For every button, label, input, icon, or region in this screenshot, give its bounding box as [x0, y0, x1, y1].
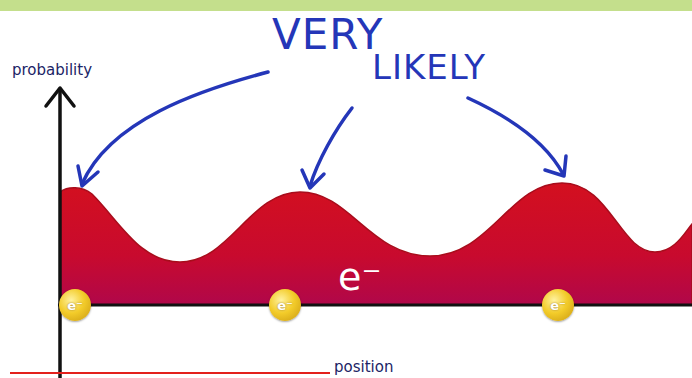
arrowhead — [545, 156, 566, 176]
axis-label: probability — [12, 63, 92, 78]
electron-ball: e⁻ — [269, 289, 301, 321]
electron-symbol: e⁻ — [550, 299, 566, 312]
underline-mark — [10, 372, 330, 374]
arrowhead — [78, 166, 98, 186]
electron-ball: e⁻ — [59, 289, 91, 321]
probability-wave — [60, 183, 692, 305]
electron-ball: e⁻ — [542, 289, 574, 321]
electron-symbol: e⁻ — [277, 299, 293, 312]
top-bar — [0, 0, 692, 11]
x-axis — [58, 304, 692, 307]
electron-symbol: e⁻ — [67, 299, 83, 312]
pointer-arrow — [82, 72, 268, 184]
y-axis-arrowhead — [46, 88, 74, 106]
y-axis — [58, 92, 62, 378]
arrowhead — [302, 170, 324, 188]
electron-label: e⁻ — [338, 258, 381, 296]
axis-label: position — [334, 360, 393, 375]
callout-text: LIKELY — [372, 50, 486, 84]
callout-text: VERY — [272, 14, 383, 56]
pointer-arrow — [468, 98, 563, 174]
pointer-arrow — [310, 108, 352, 186]
